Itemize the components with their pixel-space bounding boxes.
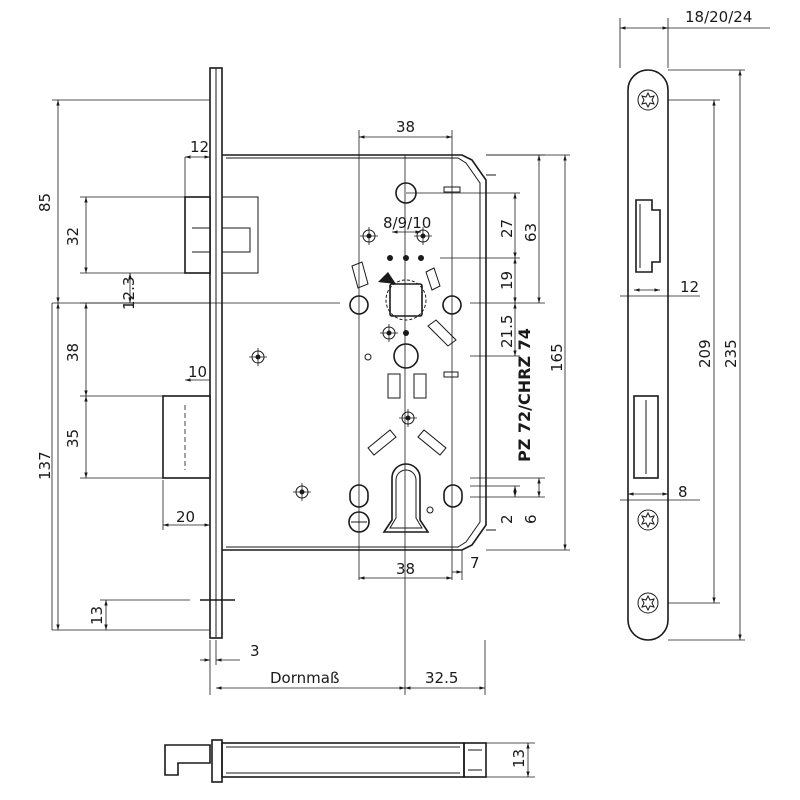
latch-bolt [184,196,259,274]
dim-85: 85 [36,193,54,212]
dim-8: 8 [678,483,688,501]
dim-21-5: 21.5 [498,315,516,348]
dim-137: 137 [36,451,54,480]
dim-8-9-10: 8/9/10 [383,214,431,232]
bottom-view [164,739,487,783]
dim-32: 32 [64,227,82,246]
dim-12-latch: 12 [190,138,209,156]
dim-19: 19 [498,271,516,290]
dim-13-left: 13 [88,606,106,625]
dim-12-plate: 12 [680,278,699,296]
dim-32-5: 32.5 [425,669,458,687]
backset-label: Dornmaß [270,669,339,687]
dim-7: 7 [470,554,480,572]
dim-10: 10 [188,363,207,381]
dim-165: 165 [548,343,566,372]
dim-38-top: 38 [396,118,415,136]
dim-38-bottom: 38 [396,560,415,578]
dim-6: 6 [522,514,540,524]
dim-235: 235 [722,339,740,368]
dim-38-left: 38 [64,343,82,362]
faceplate-side [627,69,669,641]
dim-35: 35 [64,429,82,448]
dim-63: 63 [522,223,540,242]
faceplate-front [209,67,223,639]
dim-13-bottom: 13 [510,749,528,768]
dimensions-side: 18/20/24 12 209 235 8 [619,8,770,641]
cylinder-type-label: PZ 72/CHRZ 74 [515,328,534,462]
dim-209: 209 [696,339,714,368]
dim-27: 27 [498,219,516,238]
dim-12-3: 12.3 [120,277,138,310]
dimensions-bottom: 13 [486,742,535,778]
lock-case [222,154,496,551]
dim-2: 2 [498,514,516,524]
dead-bolt [162,395,211,479]
dimensions-front: 38 12 85 32 12.3 8/9/10 27 63 19 [36,99,570,695]
dim-18-20-24: 18/20/24 [685,8,752,26]
dim-3: 3 [250,642,260,660]
cylinder-cutout [348,463,463,533]
dim-20: 20 [176,508,195,526]
